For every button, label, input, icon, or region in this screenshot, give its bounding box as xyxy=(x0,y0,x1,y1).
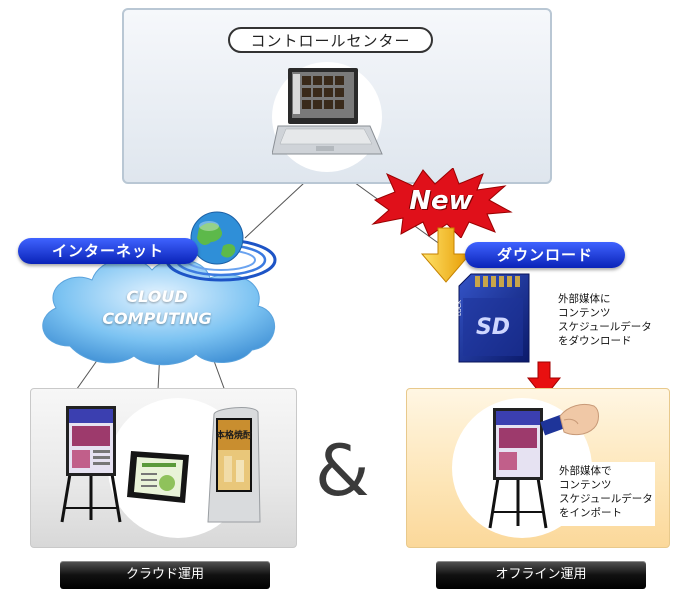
import-note: 外部媒体で コンテンツ スケジュールデータ をインポート xyxy=(555,462,655,526)
sd-note-line: をダウンロード xyxy=(558,335,632,347)
download-label: ダウンロード xyxy=(465,242,625,268)
cloud-icon xyxy=(42,258,275,366)
sd-note-line: スケジュールデータ xyxy=(558,321,652,333)
kiosk-sign-text: 本格焼酎 xyxy=(216,429,252,441)
sd-note-line: 外部媒体に xyxy=(558,293,611,305)
internet-label: インターネット xyxy=(18,238,198,264)
new-badge-text: New xyxy=(409,186,473,216)
ampersand-symbol: & xyxy=(315,430,370,512)
control-center-title: コントロールセンター xyxy=(228,27,433,53)
sd-card-lock-label: LOCK xyxy=(456,299,463,316)
tablet-icon xyxy=(127,451,189,503)
sd-download-note: 外部媒体に コンテンツ スケジュールデータ をダウンロード xyxy=(558,292,652,348)
cloud-operation-label: クラウド運用 xyxy=(60,561,270,589)
import-note-line: コンテンツ xyxy=(559,479,612,491)
sd-card-label: SD xyxy=(476,315,510,340)
import-note-line: スケジュールデータ xyxy=(559,493,653,505)
poster-easel-icon xyxy=(60,406,122,523)
sd-card-icon: SD LOCK xyxy=(456,273,530,363)
cloud-label-line2: COMPUTING xyxy=(102,309,212,328)
cloud-label-line1: CLOUD xyxy=(126,287,188,306)
sd-note-line: コンテンツ xyxy=(558,307,611,319)
laptop-icon xyxy=(272,68,383,155)
offline-operation-label: オフライン運用 xyxy=(436,561,646,589)
import-note-line: 外部媒体で xyxy=(559,465,612,477)
offline-poster-easel-icon xyxy=(488,408,548,529)
hand-inserting-sd-card-icon xyxy=(540,403,599,436)
digital-signage-kiosk-icon: 本格焼酎 xyxy=(207,407,261,523)
cloud-computing-label: CLOUD COMPUTING xyxy=(62,286,252,330)
new-starburst-icon xyxy=(371,168,513,238)
yellow-down-arrow-icon xyxy=(420,227,472,283)
import-note-line: をインポート xyxy=(559,507,622,519)
